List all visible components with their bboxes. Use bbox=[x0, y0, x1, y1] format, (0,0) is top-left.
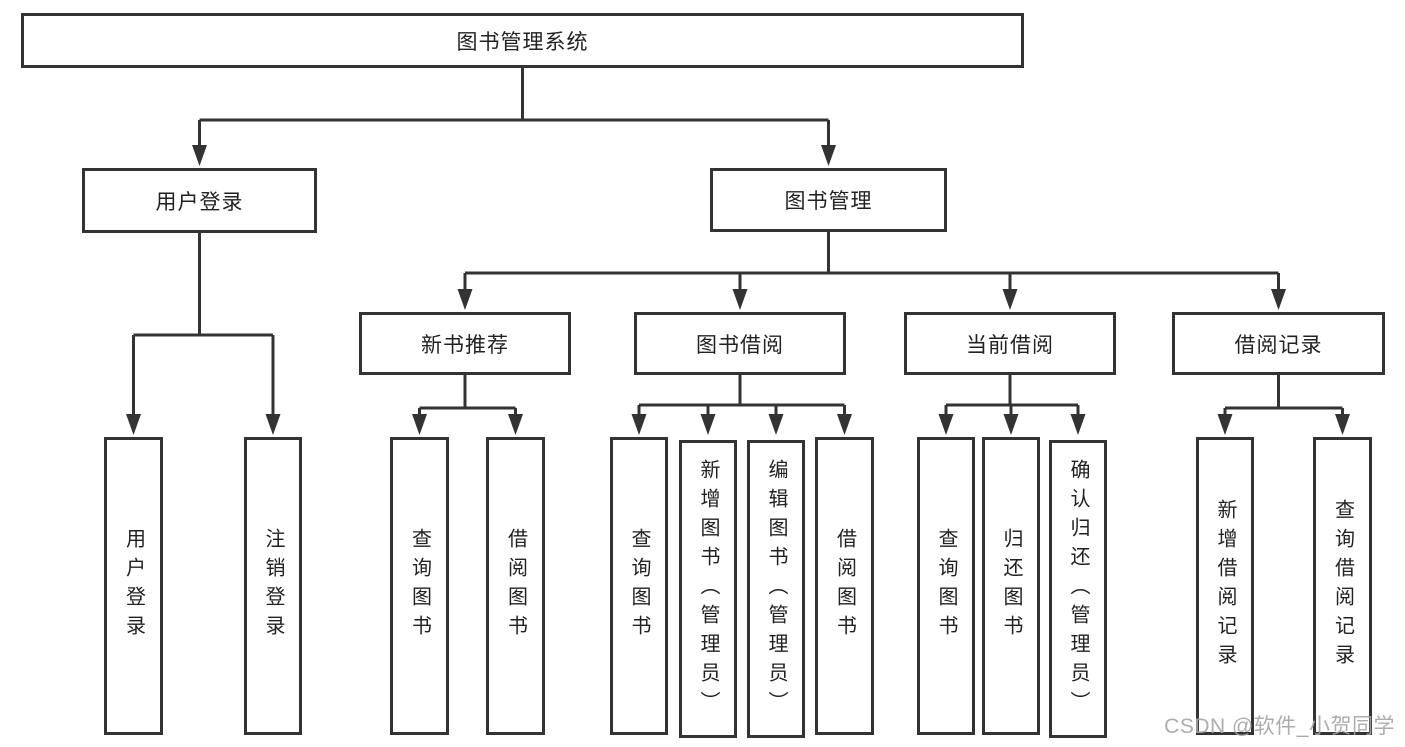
leaf-records-add-label: 新增借阅记录 bbox=[1214, 499, 1236, 673]
connector-user-login-to-leaves bbox=[132, 233, 275, 417]
leaf-user-login: 用户登录 bbox=[104, 437, 163, 735]
node-new-books: 新书推荐 bbox=[359, 312, 571, 375]
node-user-login: 用户登录 bbox=[82, 168, 317, 233]
arrowheads-level2 bbox=[192, 145, 836, 166]
node-user-login-label: 用户登录 bbox=[155, 190, 244, 214]
leaf-current-borrow-return-label: 归还图书 bbox=[1000, 528, 1022, 644]
leaf-current-borrow-confirm-label: 确认归还（管理员） bbox=[1067, 458, 1089, 720]
arrowheads-level3 bbox=[457, 289, 1286, 310]
leaf-new-books-query-label: 查询图书 bbox=[408, 528, 431, 644]
leaf-book-borrow-edit: 编辑图书（管理员） bbox=[747, 440, 805, 738]
leaf-book-borrow-borrow-label: 借阅图书 bbox=[833, 528, 856, 644]
leaf-new-books-borrow-label: 借阅图书 bbox=[504, 528, 527, 644]
leaf-logout: 注销登录 bbox=[244, 437, 302, 735]
leaf-current-borrow-confirm: 确认归还（管理员） bbox=[1049, 440, 1107, 738]
connector-current-borrow-to-leaves bbox=[944, 375, 1080, 417]
node-book-mgmt: 图书管理 bbox=[710, 168, 947, 232]
node-book-borrow: 图书借阅 bbox=[634, 312, 846, 375]
leaf-book-borrow-query: 查询图书 bbox=[610, 437, 668, 735]
leaf-new-books-borrow: 借阅图书 bbox=[486, 437, 545, 735]
connector-book-mgmt-to-level3 bbox=[463, 232, 1280, 292]
arrowheads-current-borrow-leaves bbox=[938, 414, 1086, 435]
leaf-book-borrow-edit-label: 编辑图书（管理员） bbox=[765, 458, 787, 720]
node-root: 图书管理系统 bbox=[21, 13, 1024, 68]
arrowheads-borrow-records-leaves bbox=[1217, 414, 1350, 435]
connector-book-borrow-to-leaves bbox=[637, 375, 846, 417]
connector-root-to-level2 bbox=[198, 68, 830, 148]
node-current-borrow: 当前借阅 bbox=[904, 312, 1116, 375]
arrowheads-user-login-leaves bbox=[126, 414, 281, 435]
node-borrow-records-label: 借阅记录 bbox=[1234, 333, 1323, 357]
node-new-books-label: 新书推荐 bbox=[421, 333, 509, 357]
leaf-user-login-label: 用户登录 bbox=[122, 528, 145, 644]
node-current-borrow-label: 当前借阅 bbox=[966, 333, 1054, 357]
arrowheads-book-borrow-leaves bbox=[631, 414, 852, 435]
leaf-new-books-query: 查询图书 bbox=[390, 437, 449, 735]
leaf-book-borrow-add: 新增图书（管理员） bbox=[679, 440, 737, 738]
connector-new-books-to-leaves bbox=[418, 375, 517, 417]
leaf-records-add: 新增借阅记录 bbox=[1196, 437, 1254, 735]
leaf-records-query-label: 查询借阅记录 bbox=[1331, 499, 1354, 673]
leaf-book-borrow-query-label: 查询图书 bbox=[628, 528, 650, 644]
leaf-book-borrow-add-label: 新增图书（管理员） bbox=[697, 458, 719, 720]
connector-borrow-records-to-leaves bbox=[1223, 375, 1344, 417]
leaf-book-borrow-borrow: 借阅图书 bbox=[815, 437, 874, 735]
node-borrow-records: 借阅记录 bbox=[1172, 312, 1385, 375]
leaf-current-borrow-query: 查询图书 bbox=[917, 437, 975, 735]
csdn-watermark: CSDN @软件_小贺同学 bbox=[1164, 715, 1395, 738]
leaf-current-borrow-return: 归还图书 bbox=[982, 437, 1040, 735]
leaf-current-borrow-query-label: 查询图书 bbox=[935, 528, 957, 644]
node-book-mgmt-label: 图书管理 bbox=[784, 190, 873, 213]
arrowheads-new-books-leaves bbox=[412, 414, 523, 435]
node-root-label: 图书管理系统 bbox=[456, 30, 589, 54]
node-book-borrow-label: 图书借阅 bbox=[696, 333, 784, 357]
leaf-records-query: 查询借阅记录 bbox=[1313, 437, 1372, 735]
leaf-logout-label: 注销登录 bbox=[262, 528, 284, 644]
